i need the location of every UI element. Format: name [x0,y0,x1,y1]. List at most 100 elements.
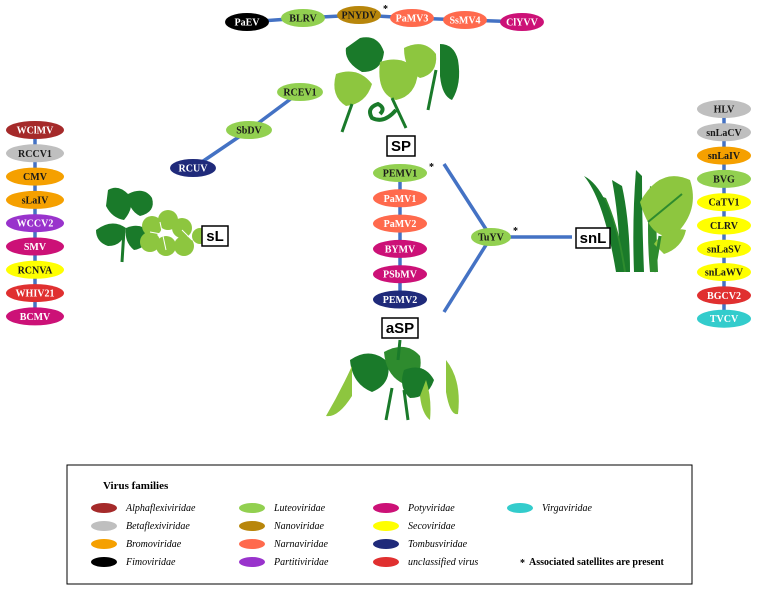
virus-label: SsMV4 [449,16,480,27]
virus-node-shape [697,263,751,282]
virus-label: PEMV1 [383,169,417,180]
legend-item: Virgaviridae [507,503,593,514]
hub-label-SP: SP [386,135,416,157]
virus-label: HLV [714,105,736,116]
plant-group-labels: sL SP aSP snL [201,135,611,339]
center-link-up [442,163,493,238]
legend-items: AlphaflexiviridaeBetaflexiviridaeBromovi… [91,503,593,568]
center-link-down [442,236,493,313]
virus-node-shape [6,307,64,326]
virus-label: PaEV [235,18,261,29]
satellite-marker: * [429,162,434,173]
legend-swatch [373,557,399,567]
virus-node-RCNVA: RCNVA [6,260,64,279]
virus-label: TuYV [478,233,505,244]
legend-item: Luteoviridae [239,503,326,514]
virus-node-BVG: BVG [697,169,751,188]
virus-label: SbDV [236,126,262,137]
virus-label: BLRV [289,14,317,25]
legend-swatch [239,503,265,513]
legend-label: Virgaviridae [542,503,593,514]
legend-swatch [239,521,265,531]
hub-text-snL: snL [580,230,607,247]
virus-node-BCMV: BCMV [6,307,64,326]
virus-node-PNYDV: PNYDV* [337,4,388,24]
virus-label: snLaIV [708,151,741,162]
virus-node-sLaIV: sLaIV [6,190,64,209]
virus-node-snLaSV: snLaSV [697,239,751,258]
virus-node-PaMV1: PaMV1 [373,189,427,208]
virus-node-PEMV2: PEMV2 [373,290,427,309]
virus-node-shape [6,214,64,233]
virus-node-shape [373,239,427,258]
virus-label: WClMV [17,126,54,137]
virus-node-TVCV: TVCV [697,309,751,328]
legend-item: Betaflexiviridae [91,521,190,532]
virus-node-shape [373,265,427,284]
virus-label: BYMV [385,244,416,255]
virus-node-shape [6,121,64,139]
virus-node-SMV: SMV [6,237,64,256]
virus-label: TVCV [710,314,739,325]
virus-node-shape [471,228,511,246]
legend-swatch [507,503,533,513]
legend-label: Partitiviridae [273,557,329,568]
legend-item: Potyviridae [373,503,455,514]
legend-label: unclassified virus [408,557,478,568]
legend-swatch [91,503,117,513]
legend-item: Secoviridae [373,521,456,532]
legend-title: Virus families [103,480,169,492]
virus-node-shape [500,13,544,31]
virus-node-CaTV1: CaTV1 [697,193,751,212]
virus-label: PaMV1 [384,194,417,205]
legend-swatch [91,521,117,531]
legend-label: Tombusviridae [408,539,468,550]
clover-plant-icon [96,187,208,263]
virus-node-shape [6,144,64,163]
virus-label: PaMV2 [384,219,417,230]
virus-node-shape [697,286,751,305]
virus-label: SMV [24,242,47,253]
virus-node-shape [697,239,751,258]
virus-node-shape [373,290,427,309]
hub-label-snL: snL [575,227,611,249]
legend-item: Fimoviridae [91,557,176,568]
legend-note-star: * [520,558,525,569]
legend-label: Alphaflexiviridae [125,503,196,514]
virus-node-shape [697,193,751,212]
legend-swatch [239,557,265,567]
virus-label: BCMV [20,312,51,323]
virus-node-CMV: CMV [6,167,64,186]
virus-node-HLV: HLV [697,100,751,118]
virus-node-PEMV1: PEMV1 * [373,162,434,182]
virus-node-shape [226,121,272,139]
virus-node-shape [337,6,381,24]
virus-node-WClMV: WClMV [6,121,64,139]
legend-item: Partitiviridae [239,557,329,568]
virus-node-shape [225,13,269,31]
virus-node-shape [6,167,64,186]
legend-label: Nanoviridae [273,521,325,532]
legend-label: Fimoviridae [125,557,176,568]
virus-node-snLaIV: snLaIV [697,146,751,165]
legend-item: unclassified virus [373,557,478,568]
virus-label: PaMV3 [396,14,429,25]
virus-node-SsMV4: SsMV4 [443,11,487,29]
virus-node-SbDV: SbDV [226,121,272,139]
virus-node-PaEV: PaEV [225,13,269,31]
virus-node-shape [6,260,64,279]
virus-node-shape [390,9,434,27]
virus-label: RCNVA [18,265,54,276]
legend-note-text: Associated satellites are present [529,557,665,568]
virus-node-shape [6,237,64,256]
virus-label: WHIV21 [16,289,55,300]
legend-item: Nanoviridae [239,521,325,532]
legend-item: Tombusviridae [373,539,468,550]
legend-label: Luteoviridae [273,503,326,514]
satellite-marker: * [383,4,388,15]
legend-swatch [373,521,399,531]
hub-label-aSP: aSP [381,317,419,339]
legend-swatch [91,539,117,549]
virus-label: CLRV [710,221,739,232]
